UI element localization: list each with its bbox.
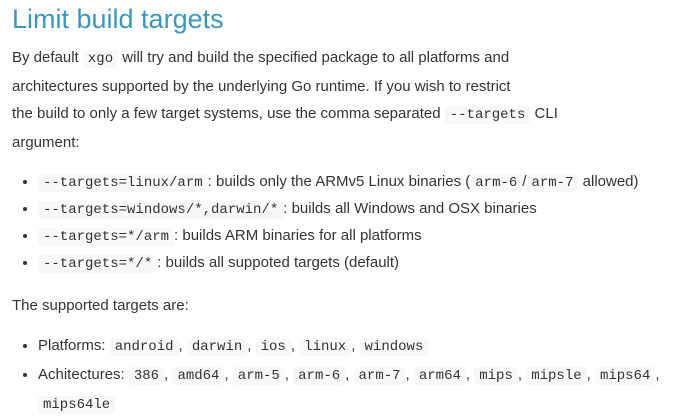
text-run: : builds only the ARMv5 Linux binaries ( bbox=[207, 173, 471, 190]
text-run: allowed) bbox=[578, 173, 639, 190]
text-run: : builds all suppoted targets (default) bbox=[157, 254, 400, 271]
inline-code: 386 bbox=[128, 367, 165, 385]
paragraph-line: the build to only a few target systems, … bbox=[12, 100, 686, 129]
text-run: , bbox=[465, 366, 475, 383]
inline-code: arm-7 bbox=[526, 174, 579, 192]
inline-code: windows bbox=[359, 338, 429, 356]
inline-code: linux bbox=[299, 338, 352, 356]
text-run: the build to only a few target systems, … bbox=[12, 105, 445, 122]
architectures-list-item: Achitectures: 386, amd64, arm-5, arm-6, … bbox=[38, 361, 686, 419]
inline-code: mips bbox=[474, 367, 518, 385]
text-run: By default bbox=[12, 49, 83, 66]
text-run: Achitectures: bbox=[38, 366, 129, 383]
inline-code: --targets bbox=[444, 106, 531, 124]
text-run: , bbox=[517, 366, 527, 383]
inline-code: --targets=*/* bbox=[38, 255, 158, 273]
targets-list: --targets=linux/arm: builds only the ARM… bbox=[12, 169, 686, 277]
inline-code: arm64 bbox=[413, 367, 466, 385]
text-run: , bbox=[178, 337, 187, 354]
text-run: argument: bbox=[12, 134, 80, 151]
text-run: , bbox=[224, 366, 233, 383]
text-run: : builds ARM binaries for all platforms bbox=[174, 227, 422, 244]
inline-code: arm-5 bbox=[232, 367, 285, 385]
text-run: / bbox=[522, 173, 527, 190]
intro-paragraph: By default xgo will try and build the sp… bbox=[12, 44, 686, 156]
text-run: , bbox=[164, 366, 173, 383]
inline-code: arm-6 bbox=[293, 367, 346, 385]
inline-code: amd64 bbox=[172, 367, 225, 385]
paragraph-line: architectures supported by the underlyin… bbox=[12, 73, 686, 100]
inline-code: xgo bbox=[82, 50, 119, 68]
text-run: Platforms: bbox=[38, 337, 110, 354]
readme-section: Limit build targets By default xgo will … bbox=[12, 4, 686, 419]
inline-code: --targets=linux/arm bbox=[38, 174, 208, 192]
text-run: , bbox=[351, 337, 360, 354]
inline-code: --targets=windows/*,darwin/* bbox=[38, 201, 284, 219]
text-run: , bbox=[290, 337, 300, 354]
paragraph-line: argument: bbox=[12, 129, 686, 156]
text-run: , bbox=[586, 366, 595, 383]
targets-list-item: --targets=*/*: builds all suppoted targe… bbox=[38, 250, 686, 277]
text-run: , bbox=[405, 366, 414, 383]
text-run: CLI bbox=[530, 105, 558, 122]
inline-code: mipsle bbox=[526, 367, 587, 385]
inline-code: mips64 bbox=[594, 367, 656, 385]
text-run: , bbox=[345, 366, 354, 383]
inline-code: mips64le bbox=[38, 396, 116, 414]
text-run: , bbox=[655, 366, 660, 383]
supported-targets-paragraph: The supported targets are: bbox=[12, 297, 189, 314]
targets-list-item: --targets=windows/*,darwin/*: builds all… bbox=[38, 196, 686, 223]
architectures-line: mips64le bbox=[38, 390, 686, 419]
inline-code: android bbox=[109, 338, 179, 356]
text-run: architectures supported by the underlyin… bbox=[12, 78, 511, 95]
inline-code: darwin bbox=[186, 338, 248, 356]
text-run: will try and build the specified package… bbox=[118, 49, 510, 66]
text-run: , bbox=[247, 337, 256, 354]
inline-code: --targets=*/arm bbox=[38, 228, 175, 246]
architectures-line: Achitectures: 386, amd64, arm-5, arm-6, … bbox=[38, 361, 686, 390]
paragraph-line: By default xgo will try and build the sp… bbox=[12, 44, 686, 73]
inline-code: arm-7 bbox=[353, 367, 406, 385]
text-run: , bbox=[284, 366, 294, 383]
text-run: : builds all Windows and OSX binaries bbox=[283, 200, 537, 217]
inline-code: ios bbox=[255, 338, 291, 356]
platforms-list-item: Platforms: android, darwin, ios, linux, … bbox=[38, 332, 686, 361]
targets-list-item: --targets=linux/arm: builds only the ARM… bbox=[38, 169, 686, 196]
targets-list-item: --targets=*/arm: builds ARM binaries for… bbox=[38, 223, 686, 250]
inline-code: arm-6 bbox=[470, 174, 523, 192]
supported-targets-list: Platforms: android, darwin, ios, linux, … bbox=[12, 332, 686, 419]
section-heading: Limit build targets bbox=[12, 4, 224, 34]
